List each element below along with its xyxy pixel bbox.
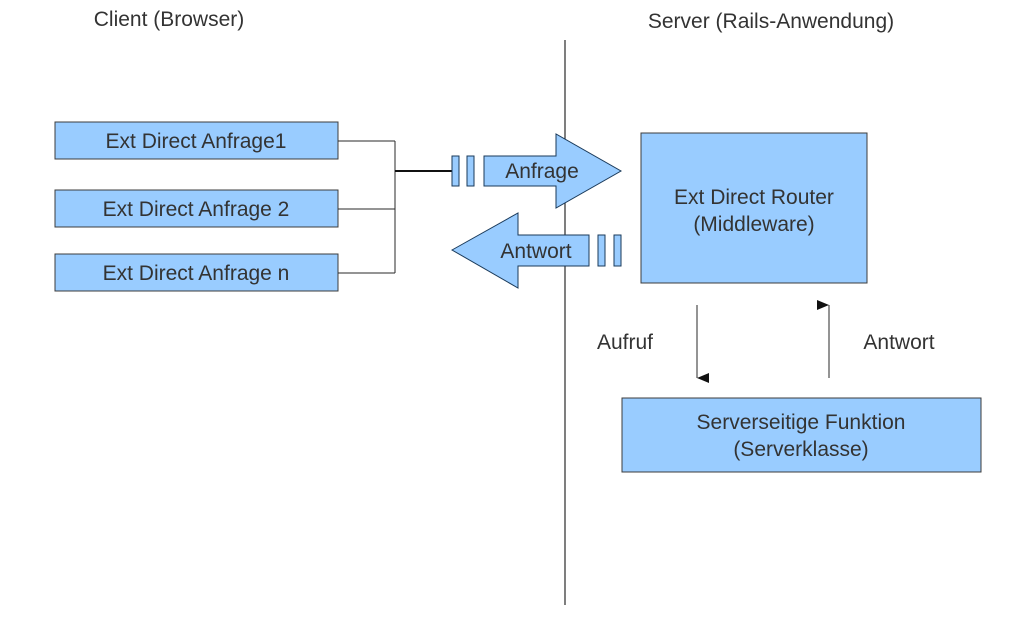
call-label: Aufruf bbox=[597, 331, 653, 354]
request-arrow-label: Anfrage bbox=[505, 160, 579, 183]
response-label: Antwort bbox=[863, 331, 934, 354]
request-box-1: Ext Direct Anfrage1 bbox=[54, 121, 339, 160]
request-box-n: Ext Direct Anfrage n bbox=[54, 253, 339, 292]
response-arrow-label: Antwort bbox=[500, 240, 571, 263]
request-box-1-label: Ext Direct Anfrage1 bbox=[106, 130, 287, 153]
request-box-2: Ext Direct Anfrage 2 bbox=[54, 189, 339, 228]
server-function-box: Serverseitige Funktion (Serverklasse) bbox=[621, 397, 982, 473]
router-subtitle: (Middleware) bbox=[693, 213, 814, 236]
server-function-title: Serverseitige Funktion bbox=[697, 411, 906, 434]
client-heading: Client (Browser) bbox=[94, 8, 245, 31]
request-box-2-label: Ext Direct Anfrage 2 bbox=[103, 198, 290, 221]
server-heading: Server (Rails-Anwendung) bbox=[648, 10, 894, 33]
request-arrow: Anfrage bbox=[451, 133, 623, 209]
server-function-subtitle: (Serverklasse) bbox=[733, 438, 868, 461]
response-arrow: Antwort bbox=[450, 212, 622, 289]
request-connector bbox=[338, 140, 452, 274]
router-title: Ext Direct Router bbox=[674, 186, 834, 209]
router-box: Ext Direct Router (Middleware) bbox=[640, 132, 868, 284]
request-box-n-label: Ext Direct Anfrage n bbox=[103, 262, 290, 285]
